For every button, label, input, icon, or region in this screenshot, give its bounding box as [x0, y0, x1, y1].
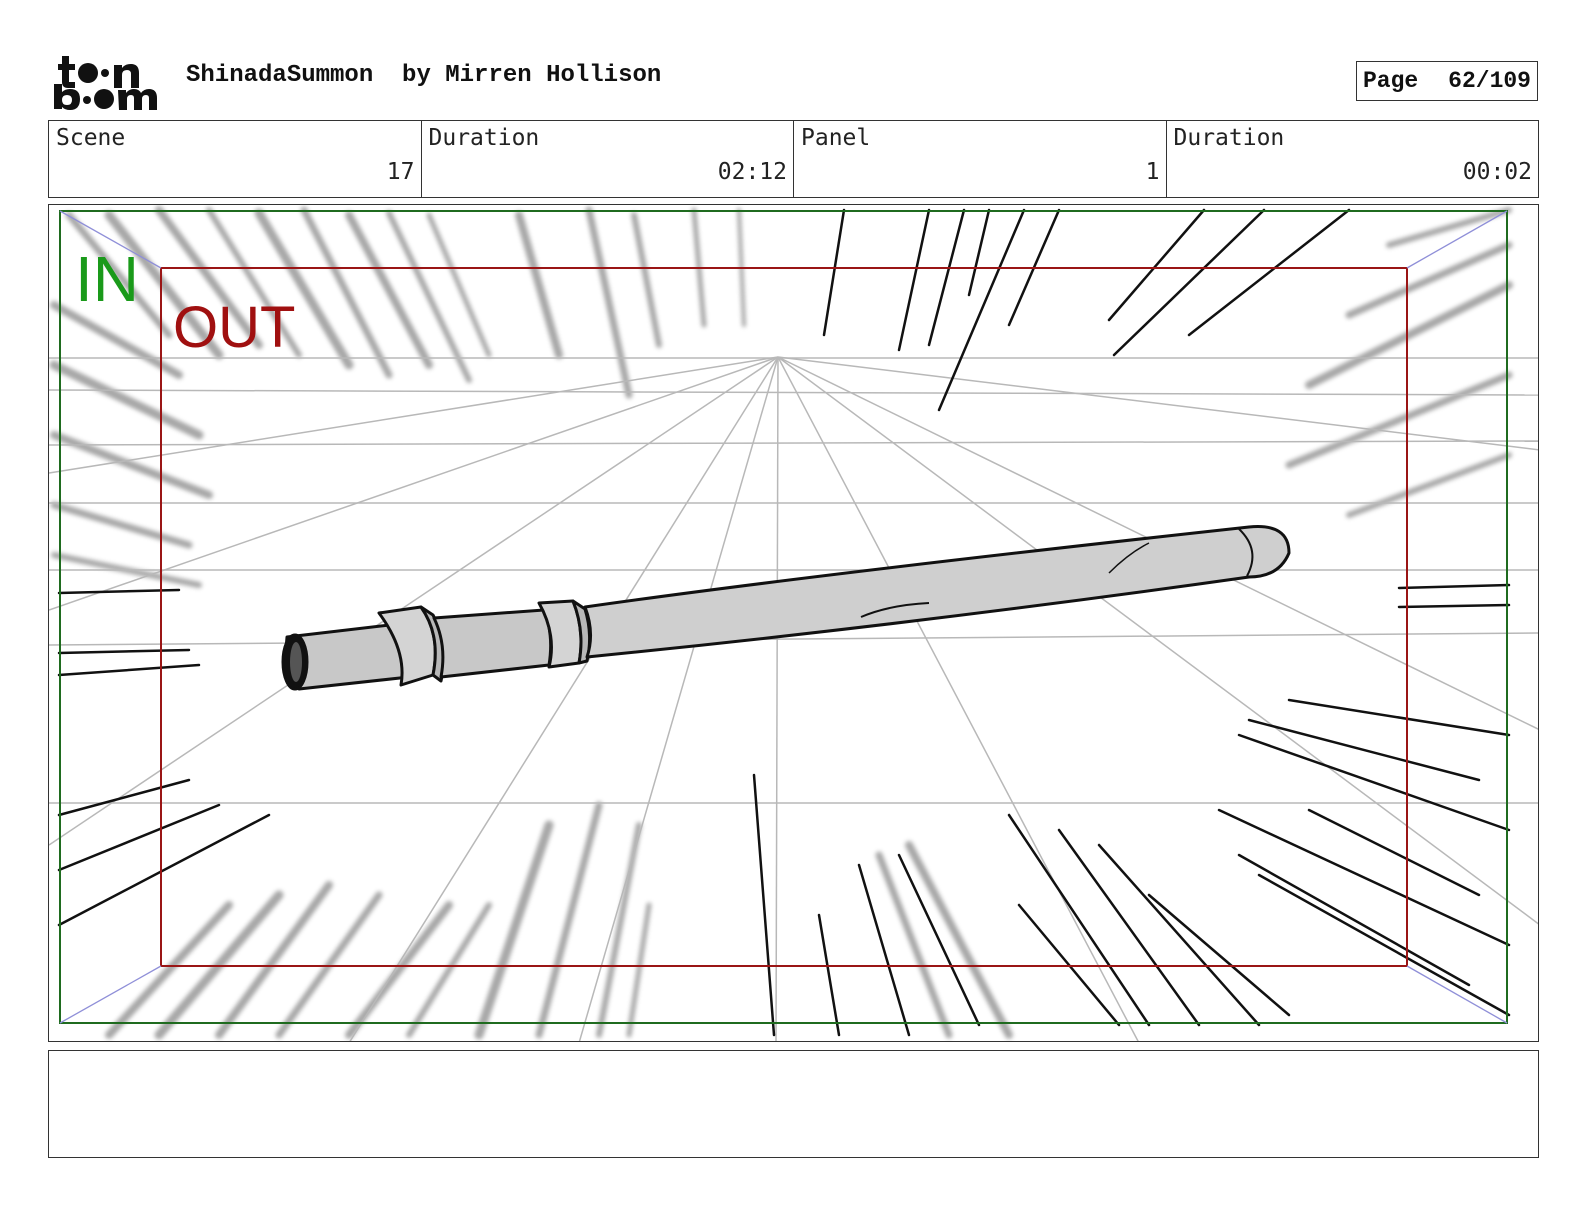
- panel-label: Panel: [801, 125, 871, 151]
- in-frame: [59, 210, 1508, 1024]
- panel-duration-label: Duration: [1173, 125, 1285, 151]
- storyboard-title: ShinadaSummon by Mirren Hollison: [186, 62, 661, 89]
- panel-duration-value: 00:02: [1462, 159, 1532, 185]
- perspective-grid: [49, 356, 1538, 1041]
- out-frame: [160, 267, 1408, 967]
- panel-number: 1: [1145, 159, 1160, 185]
- author-line: by Mirren Hollison: [402, 62, 662, 89]
- dark-speed-lines: [57, 208, 1511, 1037]
- page-label: Page: [1363, 68, 1419, 94]
- scene-label: Scene: [56, 125, 126, 151]
- panel-cell: Panel 1: [794, 121, 1167, 197]
- frame-corner-arrows: [59, 210, 1508, 1024]
- gray-speed-lines: [49, 206, 1513, 1040]
- pipe-drawing: [281, 525, 1291, 691]
- panel-info-row: Scene 17 Duration 02:12 Panel 1 Duration…: [48, 120, 1539, 198]
- panel-duration-cell: Duration 00:02: [1167, 121, 1539, 197]
- project-name: ShinadaSummon: [186, 62, 374, 89]
- scene-number: 17: [386, 159, 415, 185]
- in-label: IN: [75, 243, 139, 315]
- logo-bottom-row: [54, 84, 157, 110]
- scene-duration-value: 02:12: [717, 159, 787, 185]
- page-indicator: Page 62/109: [1356, 61, 1538, 101]
- panel-image: IN OUT: [48, 204, 1539, 1042]
- panel-drawing: IN OUT: [49, 206, 1538, 1041]
- panel-notes: [48, 1050, 1539, 1158]
- out-label: OUT: [173, 295, 295, 360]
- scene-duration-cell: Duration 02:12: [422, 121, 794, 197]
- scene-duration-label: Duration: [428, 125, 540, 151]
- logo-top-row: [58, 56, 139, 88]
- toon-boom-logo: [54, 56, 157, 110]
- page-number: 62/109: [1448, 68, 1531, 94]
- scene-cell: Scene 17: [49, 121, 422, 197]
